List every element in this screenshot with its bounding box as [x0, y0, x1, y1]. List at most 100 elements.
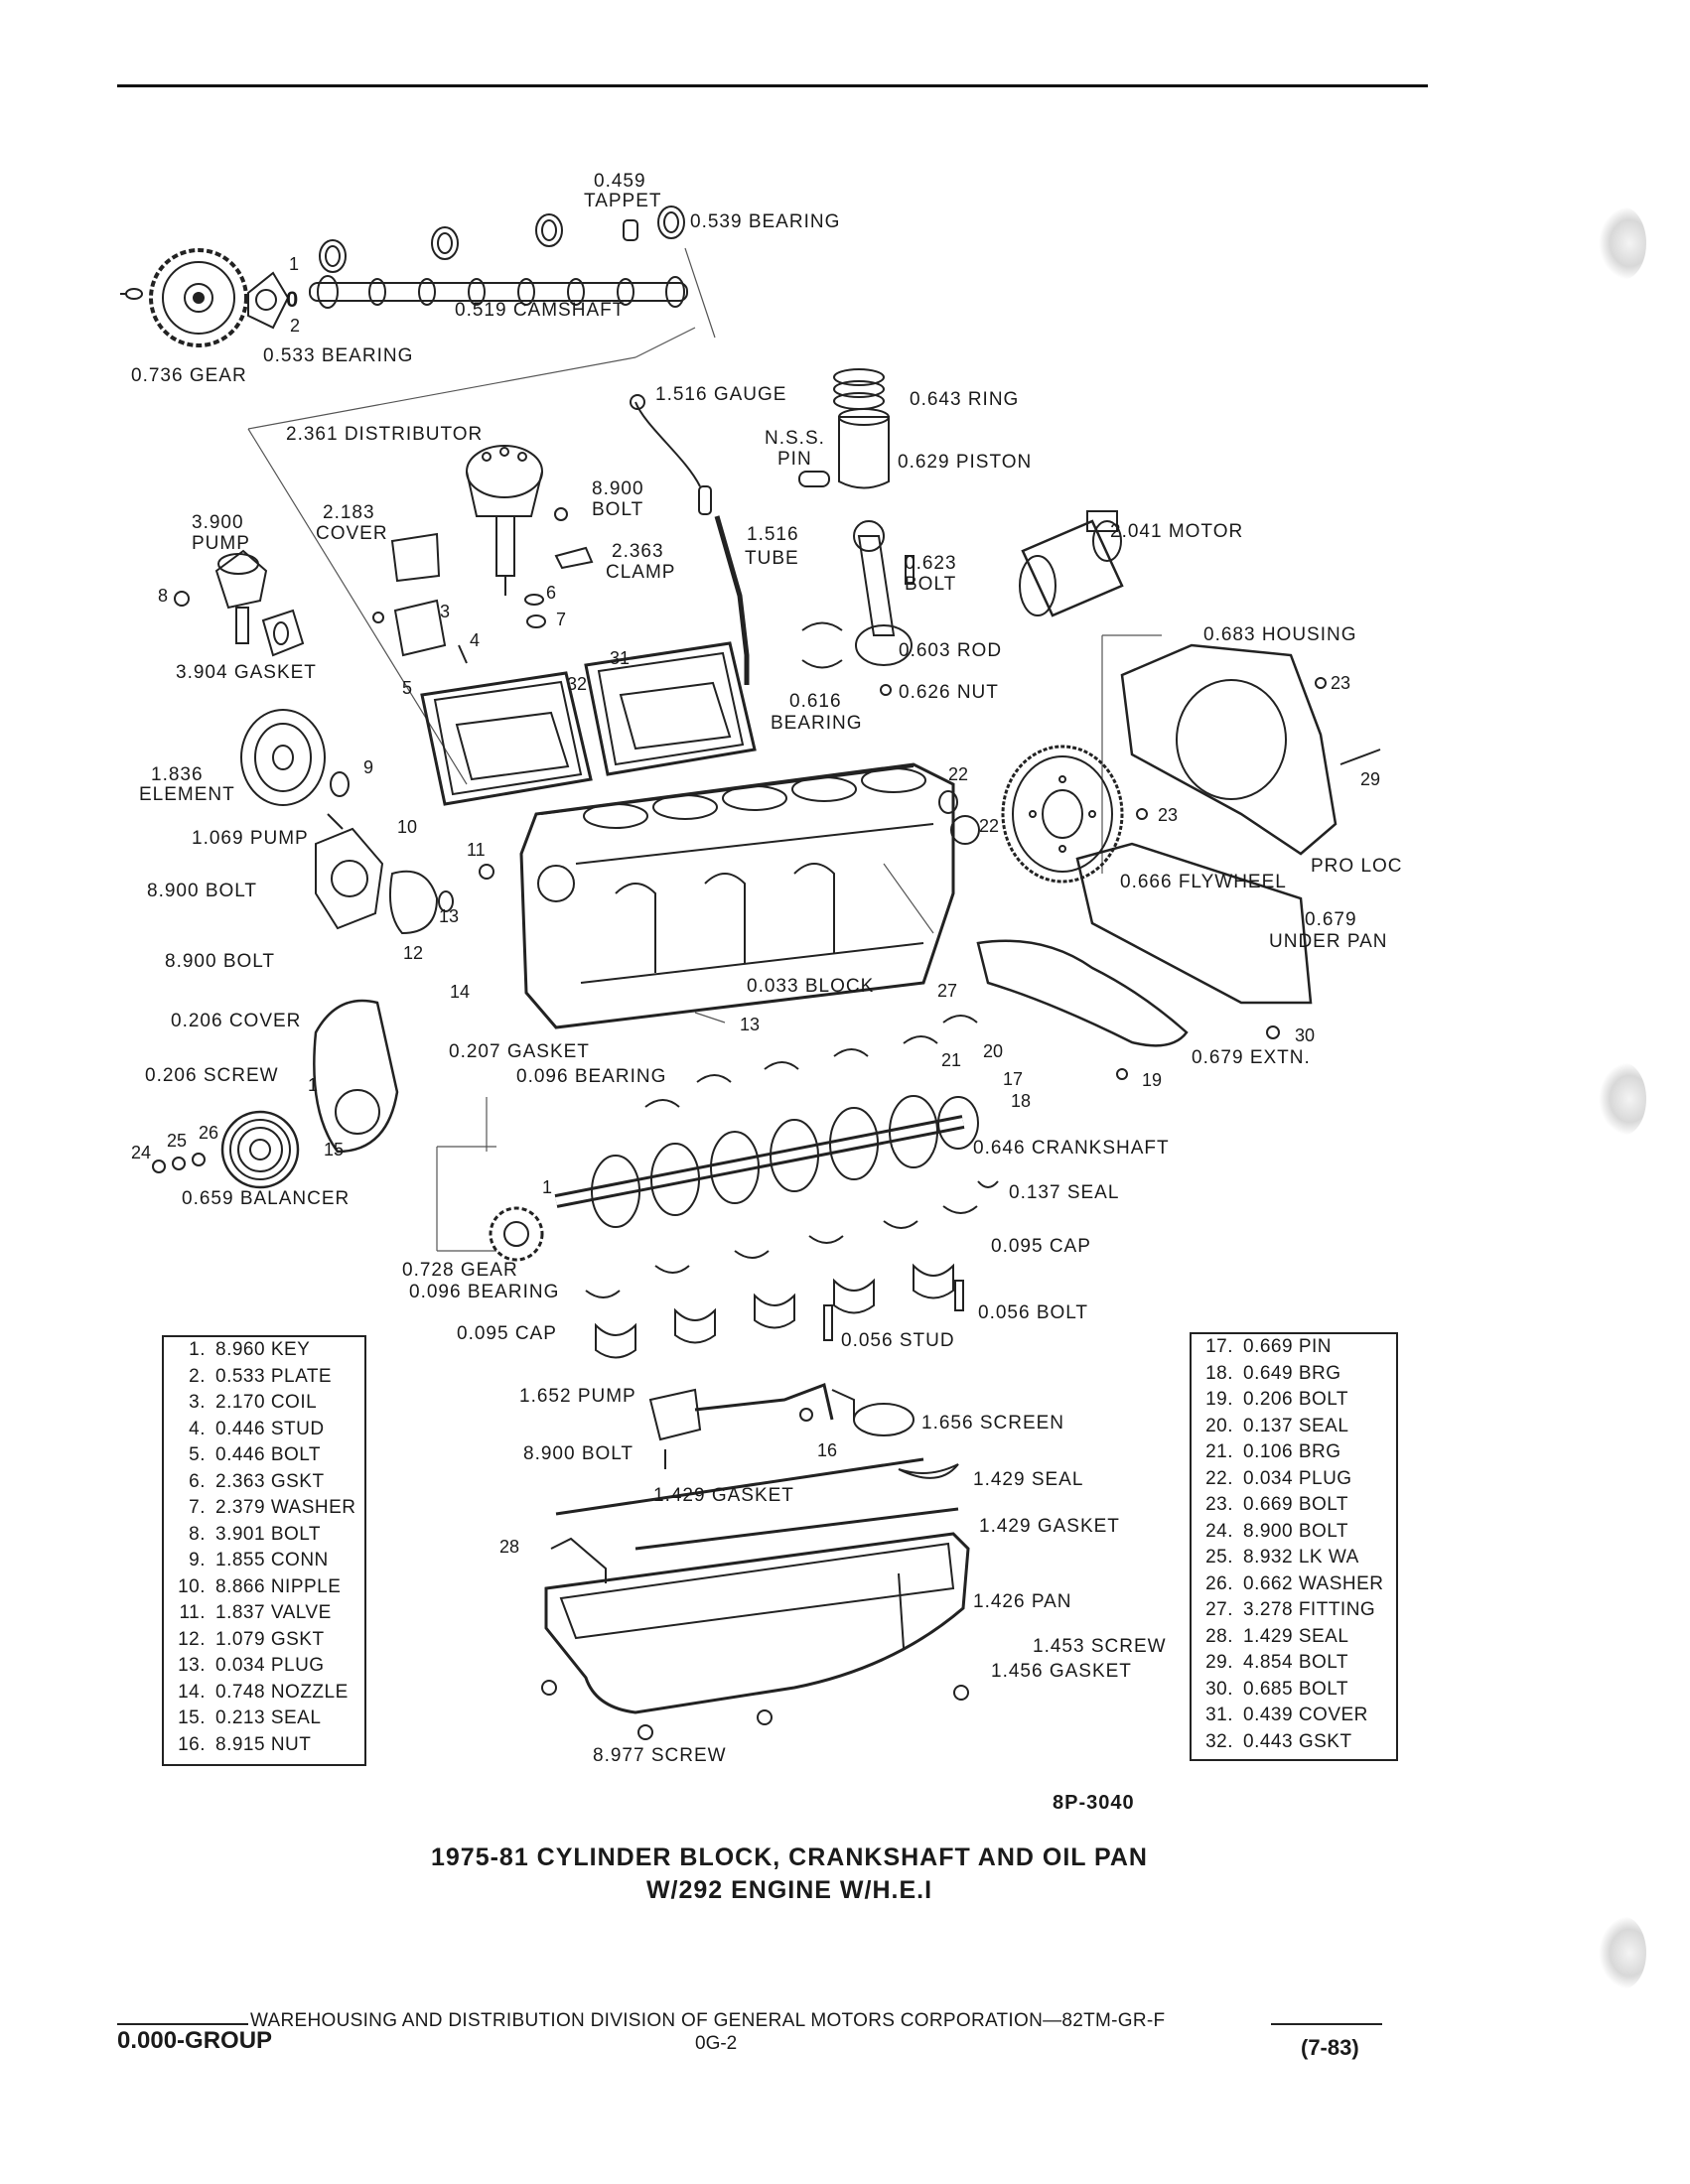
callout-rod-bolt-number: 0.623: [905, 553, 957, 574]
item-number: 14: [450, 982, 471, 1002]
legend-row: 17.0.669 PIN: [1192, 1334, 1396, 1361]
legend-item-number: 32.: [1205, 1730, 1233, 1752]
legend-item-number: 7.: [189, 1497, 206, 1518]
item-number: 24: [131, 1143, 152, 1162]
oil-pump-screen: [853, 1403, 915, 1436]
legend-part-description: 0.748 NOZZLE: [215, 1681, 349, 1703]
oil-pan-seal: [550, 1537, 607, 1583]
callout-oil-pump-bolt: 8.900 BOLT: [523, 1443, 634, 1464]
legend-item-number: 22.: [1205, 1467, 1233, 1489]
legend-part-description: 8.960 KEY: [215, 1339, 311, 1360]
callout-nss: N.S.S.: [765, 428, 825, 449]
legend-item-number: 9.: [189, 1550, 206, 1570]
legend-row: 18. 0.649 BRG: [1192, 1361, 1396, 1388]
item-number: 10: [397, 817, 418, 837]
guide-lines: [247, 247, 1162, 1252]
legend-row: 10.8.866 NIPPLE: [164, 1574, 364, 1601]
legend-item-number: 26.: [1205, 1572, 1233, 1594]
callout-rod-bolt: BOLT: [905, 574, 957, 595]
legend-row: 28.1.429 SEAL: [1192, 1624, 1396, 1651]
callout-cam-bearing: 0.539 BEARING: [690, 211, 841, 232]
item-number: 1: [308, 1075, 319, 1095]
coil-cover: [390, 532, 441, 583]
rear-seal: [977, 1180, 999, 1188]
callout-oil-pump-screen: 1.656 SCREEN: [921, 1413, 1065, 1433]
legend-row: 31.0.439 COVER: [1192, 1703, 1396, 1729]
callout-cap-bolt: 0.056 BOLT: [978, 1302, 1089, 1323]
figure-subtitle: W/292 ENGINE W/H.E.I: [645, 1876, 933, 1904]
cam-bearings: [319, 205, 685, 273]
legend-part-description: 0.034 PLUG: [1243, 1467, 1352, 1489]
oil-gauge: [634, 401, 701, 487]
item-number: 29: [1360, 769, 1381, 789]
legend-row: 2.0.533 PLATE: [164, 1364, 364, 1391]
legend-item-number: 8.: [189, 1523, 206, 1545]
connecting-rod: [857, 535, 896, 636]
legend-row: 32.0.443 GSKT: [1192, 1729, 1396, 1756]
legend-row: 22. 0.034 PLUG: [1192, 1466, 1396, 1493]
harmonic-balancer: [220, 1110, 300, 1189]
callout-cap-stud: 0.056 STUD: [841, 1330, 955, 1351]
callout-pan-screw: 8.977 SCREW: [593, 1745, 727, 1766]
under-pan: [1075, 842, 1313, 1005]
callout-pan-gasket-right: 1.429 GASKET: [979, 1516, 1120, 1537]
legend-item-number: 15.: [178, 1707, 206, 1728]
callout-crank-gear: 0.728 GEAR: [402, 1260, 518, 1281]
water-pump-gasket: [389, 870, 439, 935]
callout-crank-seal: 0.137 SEAL: [1009, 1182, 1120, 1203]
legend-item-number: 18.: [1205, 1362, 1233, 1384]
callout-starter-motor: 2.041 MOTOR: [1110, 521, 1244, 542]
legend-part-description: 0.685 BOLT: [1243, 1678, 1349, 1700]
piston-rings: [833, 368, 885, 410]
item-number: 16: [817, 1440, 838, 1460]
legend-item-number: 4.: [189, 1418, 206, 1439]
legend-part-description: 0.662 WASHER: [1243, 1572, 1384, 1594]
legend-part-description: 0.533 PLATE: [215, 1365, 333, 1387]
item-number: 28: [499, 1537, 520, 1557]
callout-tappet: TAPPET: [584, 191, 662, 211]
legend-row: 19.0.206 BOLT: [1192, 1387, 1396, 1414]
item-number: 22: [979, 816, 1000, 836]
legend-row: 14.0.748 NOZZLE: [164, 1680, 364, 1706]
top-rule: [117, 84, 1428, 87]
legend-item-number: 31.: [1205, 1705, 1233, 1725]
callout-tappet-number: 0.459: [594, 171, 646, 192]
fuel-pump: [214, 549, 268, 644]
item-number: 18: [1011, 1091, 1032, 1111]
callout-drain-screw: 1.453 SCREW: [1033, 1636, 1167, 1657]
callout-piston-ring: 0.643 RING: [910, 389, 1020, 410]
main-bearings-upper: [644, 1015, 978, 1108]
callout-camshaft: 0.519 CAMSHAFT: [455, 300, 626, 321]
legend-part-description: 1.837 VALVE: [215, 1602, 332, 1623]
valve-cover-left: [420, 671, 593, 806]
legend-row: 13.0.034 PLUG: [164, 1653, 364, 1680]
rod-bearing-upper: [801, 621, 843, 631]
callout-cam-bearing-front: 0.533 BEARING: [263, 345, 414, 366]
flywheel-housing: [1120, 643, 1338, 856]
callout-timing-gasket: 0.207 GASKET: [449, 1041, 590, 1062]
callout-cam-gear: 0.736 GEAR: [131, 365, 247, 386]
legend-row: 16.8.915 NUT: [164, 1732, 364, 1759]
item-number: 9: [363, 757, 374, 777]
legend-part-description: 8.932 LK WA: [1243, 1547, 1359, 1568]
callout-bearing-cap-rear: 0.095 CAP: [991, 1236, 1091, 1257]
item-number: 13: [740, 1015, 761, 1034]
callout-under-pan: UNDER PAN: [1269, 931, 1388, 952]
block-valve: [479, 864, 494, 880]
item-number: 11: [467, 840, 486, 860]
callout-rod-bearing: BEARING: [771, 713, 863, 734]
legend-item-number: 19.: [1205, 1389, 1233, 1410]
cap-bolt: [954, 1280, 964, 1311]
item-number: 32: [567, 674, 588, 694]
rear-main-seal: [898, 1463, 959, 1479]
legend-row: 6.2.363 GSKT: [164, 1469, 364, 1496]
legend-item-number: 20.: [1205, 1415, 1233, 1436]
cap-stud: [823, 1304, 833, 1341]
figure-title: 1975-81 CYLINDER BLOCK, CRANKSHAFT AND O…: [430, 1843, 1148, 1871]
footer-group: 0.000-GROUP: [117, 2027, 273, 2054]
footer-rule-left: [117, 2023, 248, 2025]
piston: [838, 416, 890, 489]
legend-part-description: 0.649 BRG: [1243, 1362, 1341, 1384]
callout-pro-loc: PRO LOC: [1311, 856, 1403, 877]
